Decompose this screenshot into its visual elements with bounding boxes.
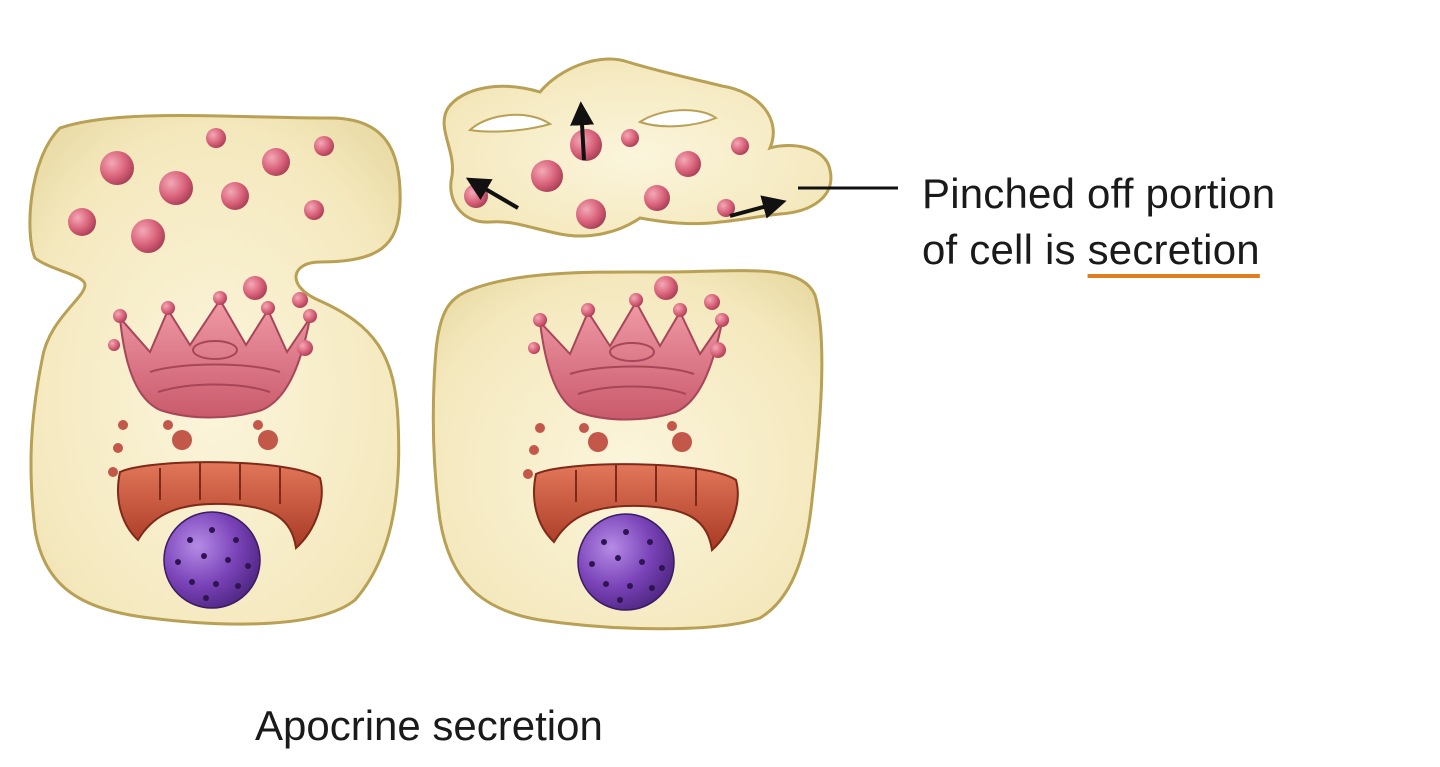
right-cell (431, 269, 824, 631)
pinched-off-vesicles (464, 129, 749, 229)
figure-caption: Apocrine secretion (255, 702, 603, 749)
right-golgi-apparatus (528, 276, 729, 421)
right-nucleus (577, 513, 675, 611)
left-transport-vesicles (108, 420, 278, 477)
pinched-off-membrane (442, 57, 833, 238)
left-nucleus (163, 511, 261, 609)
arrow-left (465, 177, 520, 210)
label-line-2-prefix: of cell is (922, 226, 1088, 273)
pinched-off-label: Pinched off portion of cell is secretion (922, 166, 1275, 278)
pinched-off-portion (442, 57, 833, 238)
right-rough-endoplasmic-reticulum (533, 463, 739, 552)
pinched-off-fold-right (637, 109, 719, 128)
left-rough-endoplasmic-reticulum (117, 461, 323, 550)
right-transport-vesicles (523, 421, 692, 479)
label-line-2: of cell is secretion (922, 222, 1275, 278)
right-cell-membrane (431, 269, 824, 631)
pinched-off-fold-left (467, 113, 553, 133)
left-secretory-vesicles (68, 128, 334, 253)
left-cell (28, 114, 402, 626)
left-golgi-apparatus (108, 276, 317, 419)
movement-arrows (465, 101, 787, 219)
label-line-1: Pinched off portion (922, 170, 1276, 217)
label-emphasis-secretion: secretion (1087, 226, 1260, 273)
arrow-up (570, 101, 595, 161)
arrow-right (729, 195, 787, 219)
